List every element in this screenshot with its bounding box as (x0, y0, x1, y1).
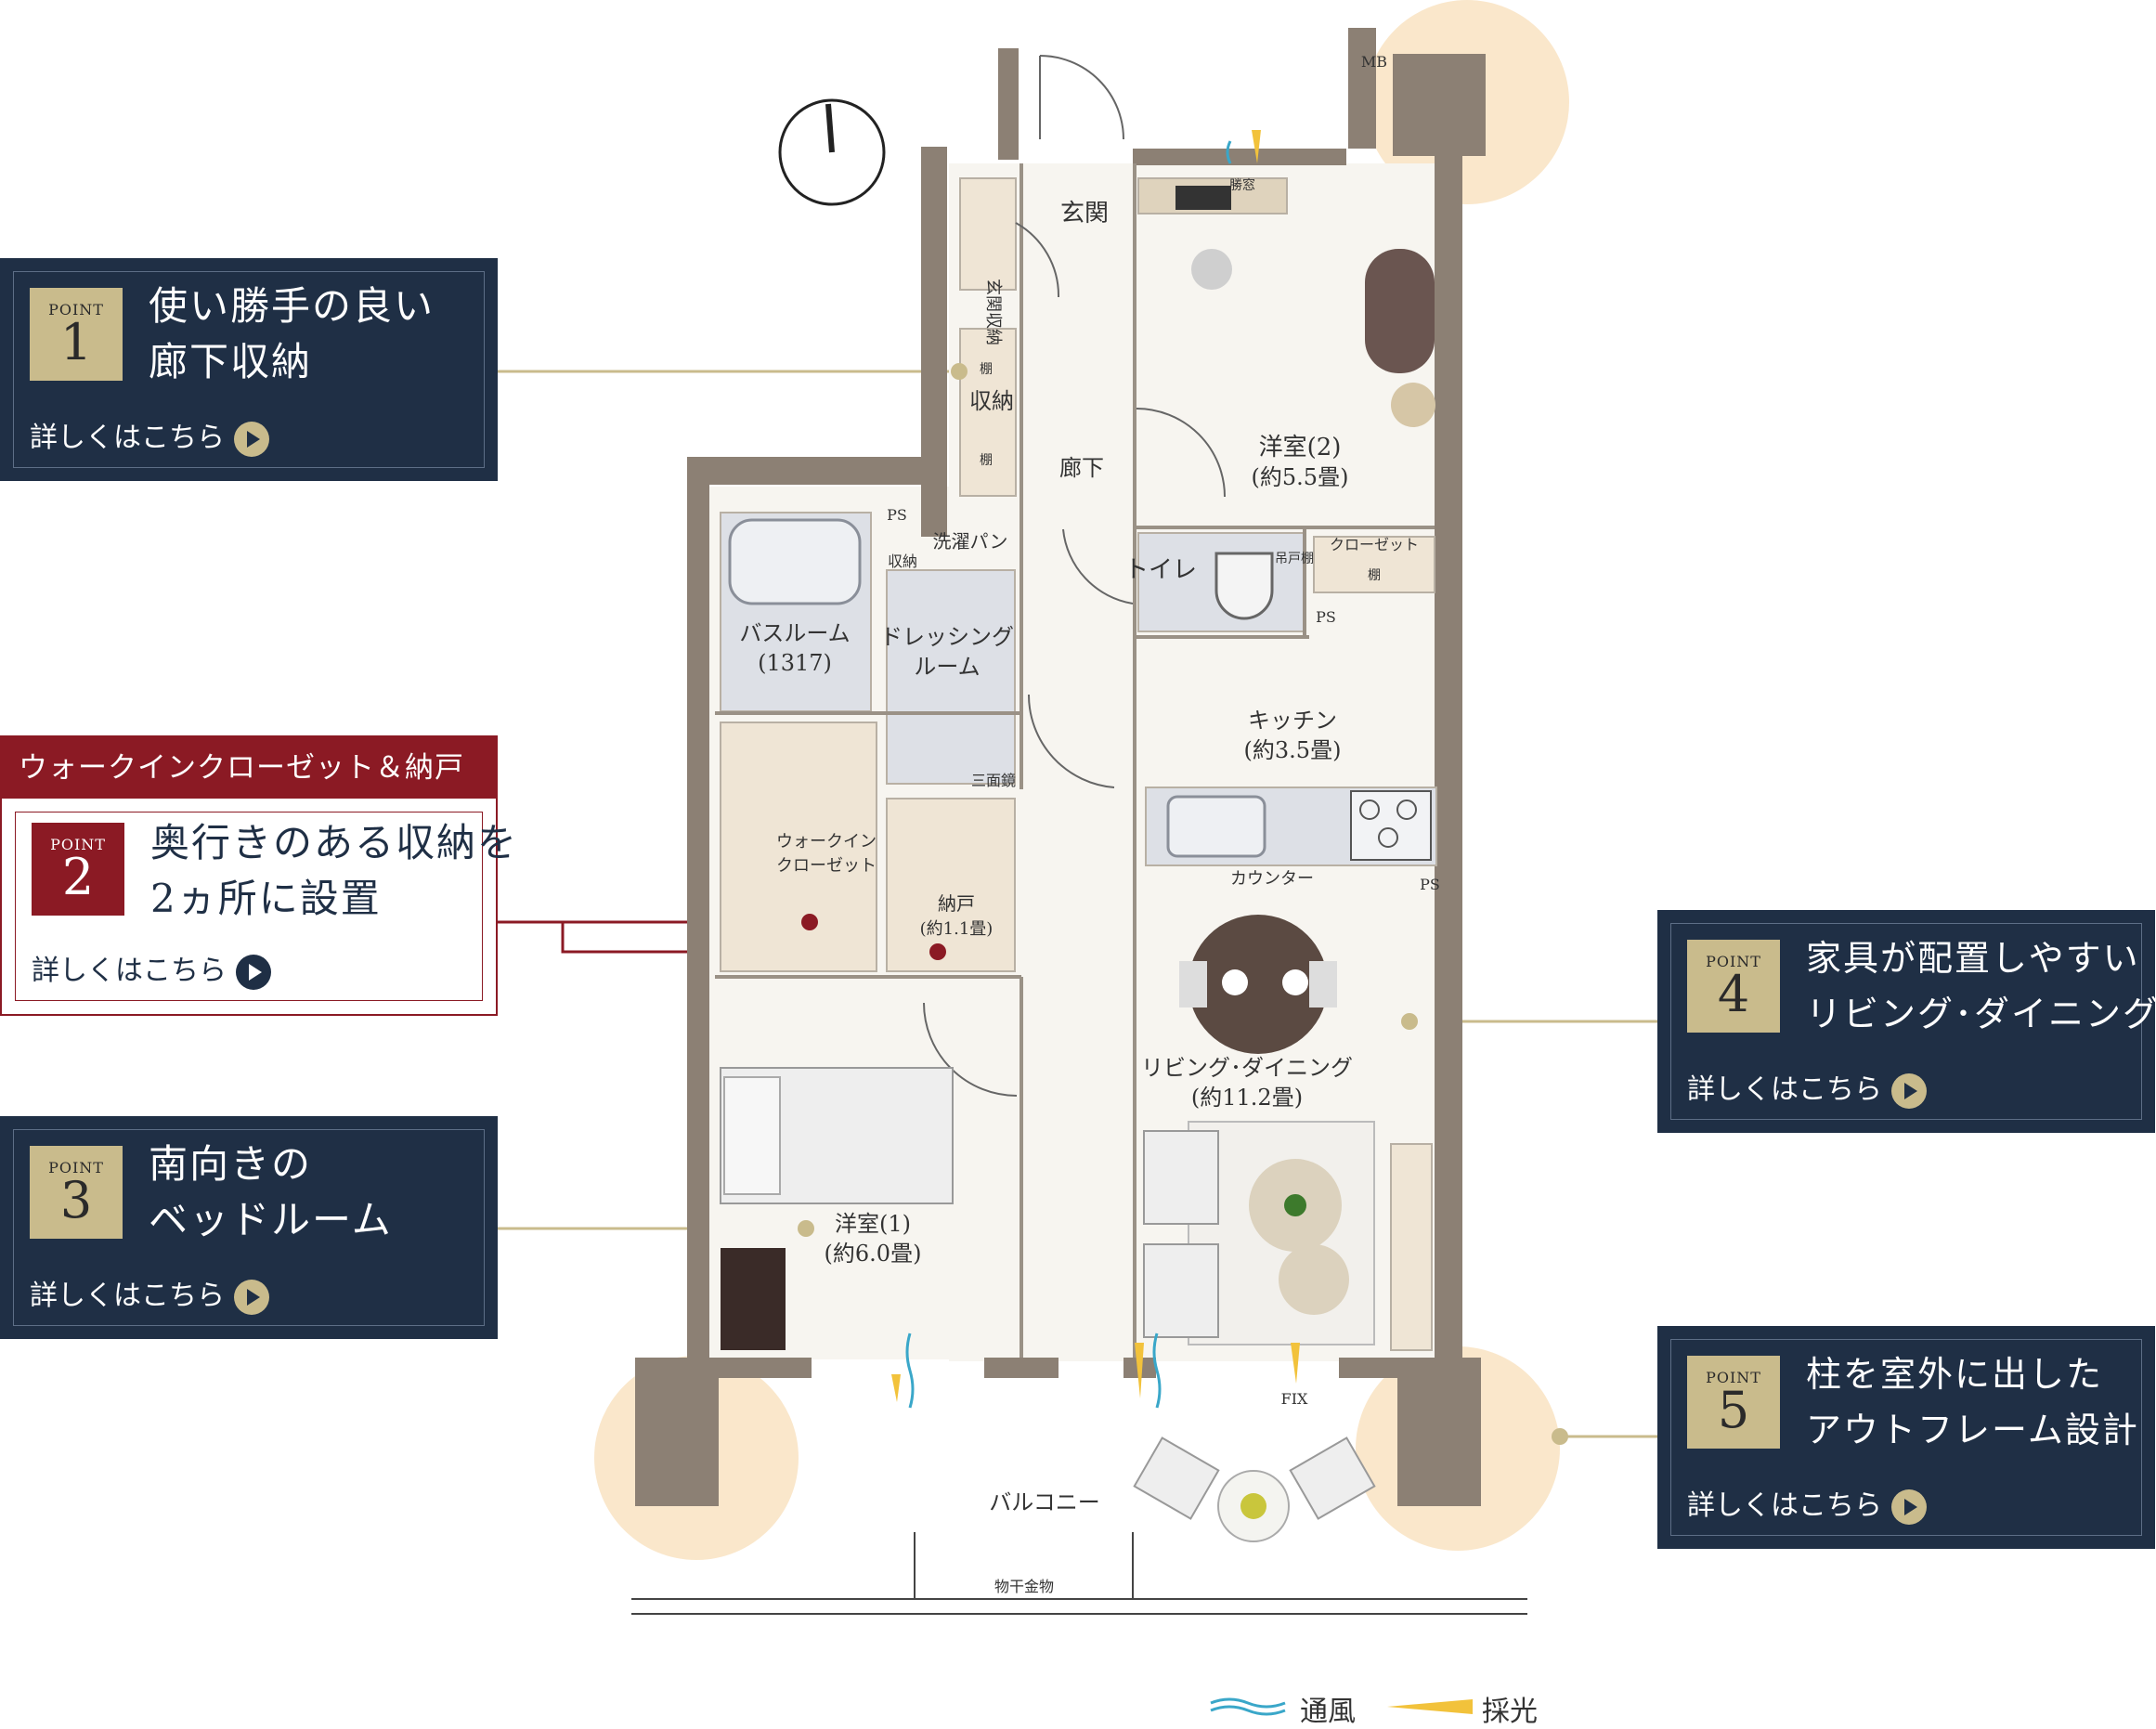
arrow-right-icon (1891, 1073, 1927, 1109)
point-3-more-link[interactable]: 詳しくはこちら (30, 1272, 269, 1315)
svg-text:玄関収納: 玄関収納 (983, 279, 1003, 345)
point-1-card[interactable]: POINT 1 使い勝手の良い廊下収納 詳しくはこちら (0, 258, 498, 481)
wind-icon (905, 140, 1232, 1409)
point-markers (798, 363, 1568, 1445)
svg-text:玄関: 玄関 (1060, 200, 1109, 228)
svg-text:洗濯パン: 洗濯パン (933, 530, 1008, 552)
svg-text:トイレ: トイレ (1124, 556, 1197, 584)
svg-text:収納: 収納 (888, 552, 917, 570)
point-3-card[interactable]: POINT 3 南向きのベッドルーム 詳しくはこちら (0, 1116, 498, 1339)
bed-icon (720, 1067, 954, 1350)
svg-text:キッチン: キッチン (1248, 708, 1337, 734)
dining-table-icon (1179, 915, 1337, 1054)
point-4-title: 家具が配置しやすいリビング･ダイニング (1806, 938, 2156, 1034)
svg-text:吊戸棚: 吊戸棚 (1275, 552, 1314, 566)
balcony-rail (631, 1532, 1527, 1615)
balcony-set-icon (1133, 1436, 1376, 1542)
room-labels: 玄関 玄関収納 収納 棚 棚 廊下 洋室(2) (約5.5畳) クローゼット 棚… (739, 53, 1440, 1595)
point-2-badge: POINT 2 (32, 823, 124, 916)
arrow-right-icon (234, 1280, 269, 1315)
legend-light-label: 採光 (1482, 1696, 1538, 1728)
svg-text:勝窓: 勝窓 (1229, 177, 1255, 193)
svg-text:PS: PS (1316, 608, 1336, 626)
svg-text:クローゼット: クローゼット (776, 856, 877, 876)
point-4-more-link[interactable]: 詳しくはこちら (1687, 1066, 1927, 1109)
svg-text:洋室(1): 洋室(1) (835, 1211, 911, 1237)
point-3-badge: POINT 3 (30, 1146, 123, 1239)
svg-text:(約1.1畳): (約1.1畳) (920, 919, 994, 939)
point-5-title: 柱を室外に出したアウトフレーム設計 (1806, 1354, 2139, 1450)
armchair-icon (1365, 249, 1435, 427)
svg-text:棚: 棚 (1368, 568, 1381, 583)
svg-text:納戸: 納戸 (938, 892, 975, 915)
svg-text:リビング･ダイニング: リビング･ダイニング (1141, 1055, 1353, 1081)
svg-text:バスルーム: バスルーム (739, 620, 850, 646)
svg-text:MB: MB (1361, 53, 1387, 71)
point-4-badge: POINT 4 (1687, 940, 1780, 1033)
point-1-more-link[interactable]: 詳しくはこちら (30, 414, 269, 457)
arrow-right-icon (1891, 1489, 1927, 1525)
kitchen-sink-icon (1166, 795, 1266, 858)
svg-text:ドレッシング: ドレッシング (880, 624, 1014, 650)
svg-text:(約5.5畳): (約5.5畳) (1252, 464, 1349, 490)
svg-text:収納: 収納 (969, 388, 1014, 414)
svg-text:(約11.2畳): (約11.2畳) (1191, 1085, 1303, 1111)
svg-text:洋室(2): 洋室(2) (1259, 434, 1342, 462)
point-3-title: 南向きのベッドルーム (149, 1141, 393, 1242)
walls (635, 28, 1486, 1506)
svg-text:(約3.5畳): (約3.5畳) (1244, 737, 1342, 763)
inner-walls (715, 163, 1435, 1358)
svg-text:バルコニー: バルコニー (989, 1489, 1100, 1515)
point-5-card[interactable]: POINT 5 柱を室外に出したアウトフレーム設計 詳しくはこちら (1657, 1326, 2155, 1549)
svg-text:カウンター: カウンター (1230, 869, 1314, 889)
svg-text:FIX: FIX (1281, 1390, 1308, 1408)
point-4-card[interactable]: POINT 4 家具が配置しやすいリビング･ダイニング 詳しくはこちら (1657, 910, 2156, 1133)
sofa-icon (1143, 1121, 1375, 1346)
svg-text:PS: PS (1420, 876, 1440, 893)
arrow-right-icon (236, 955, 271, 990)
point-5-badge: POINT 5 (1687, 1356, 1780, 1449)
svg-text:棚: 棚 (980, 362, 993, 377)
svg-text:(約6.0畳): (約6.0畳) (825, 1241, 922, 1267)
svg-text:廊下: 廊下 (1059, 455, 1104, 481)
desk-icon (1175, 186, 1232, 290)
bathtub-icon (728, 518, 862, 605)
point-2-more-link[interactable]: 詳しくはこちら (32, 947, 271, 990)
point-1-badge: POINT 1 (30, 288, 123, 381)
arrow-right-icon (234, 422, 269, 457)
svg-text:ウォークイン: ウォークイン (776, 832, 877, 852)
legend-light-icon (1387, 1699, 1473, 1714)
svg-text:(1317): (1317) (758, 650, 832, 676)
light-icon (891, 130, 1300, 1402)
svg-text:物干金物: 物干金物 (994, 1578, 1054, 1595)
compass-icon (778, 98, 886, 206)
stove-icon (1350, 790, 1432, 861)
svg-text:棚: 棚 (980, 453, 993, 468)
point-2-header: ウォークインクローゼット＆納戸 (2, 737, 496, 799)
legend-wind-label: 通風 (1300, 1696, 1356, 1728)
svg-text:ルーム: ルーム (914, 654, 980, 680)
legend-wind-icon (1210, 1697, 1286, 1716)
toilet-icon (1214, 552, 1274, 620)
point-5-more-link[interactable]: 詳しくはこちら (1687, 1482, 1927, 1525)
svg-text:三面鏡: 三面鏡 (971, 772, 1016, 789)
svg-text:PS: PS (887, 506, 907, 524)
svg-text:クローゼット: クローゼット (1330, 536, 1419, 553)
point-1-title: 使い勝手の良い廊下収納 (149, 283, 435, 384)
